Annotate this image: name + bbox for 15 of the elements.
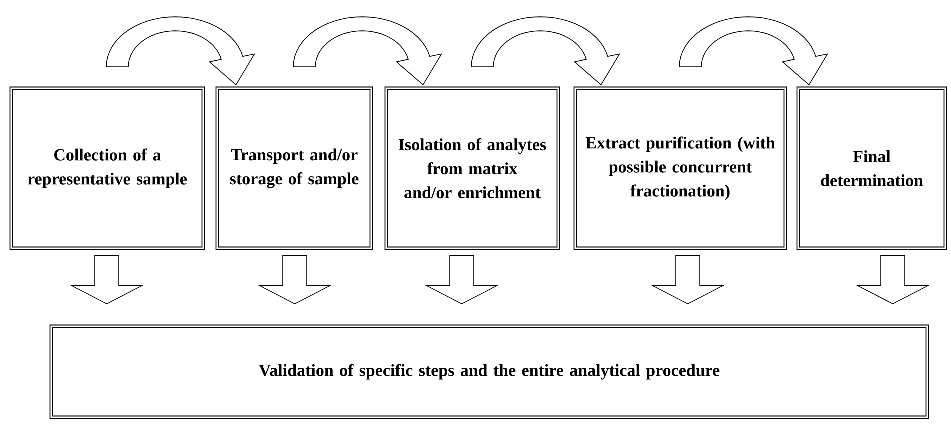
block-arrow xyxy=(258,256,332,304)
curved-block-arrow xyxy=(106,16,256,86)
block-arrow xyxy=(70,256,144,304)
curved-block-arrow xyxy=(471,16,621,86)
validation-box: Validation of specific steps and the entire analytical procedure xyxy=(50,324,930,420)
step-box: Isolation of analytes from matrix and/or enrichment xyxy=(384,86,560,250)
step-box: Extract purification (with possible concurrent fractionation) xyxy=(574,86,788,250)
step-box: Collection of a representative sample xyxy=(10,86,206,250)
curved-block-arrow xyxy=(293,16,443,86)
block-arrow xyxy=(425,256,499,304)
step-box: Final determination xyxy=(796,86,948,250)
step-box: Transport and/or storage of sample xyxy=(216,86,374,250)
curved-block-arrow xyxy=(679,16,829,86)
block-arrow xyxy=(856,256,930,304)
block-arrow xyxy=(651,256,725,304)
